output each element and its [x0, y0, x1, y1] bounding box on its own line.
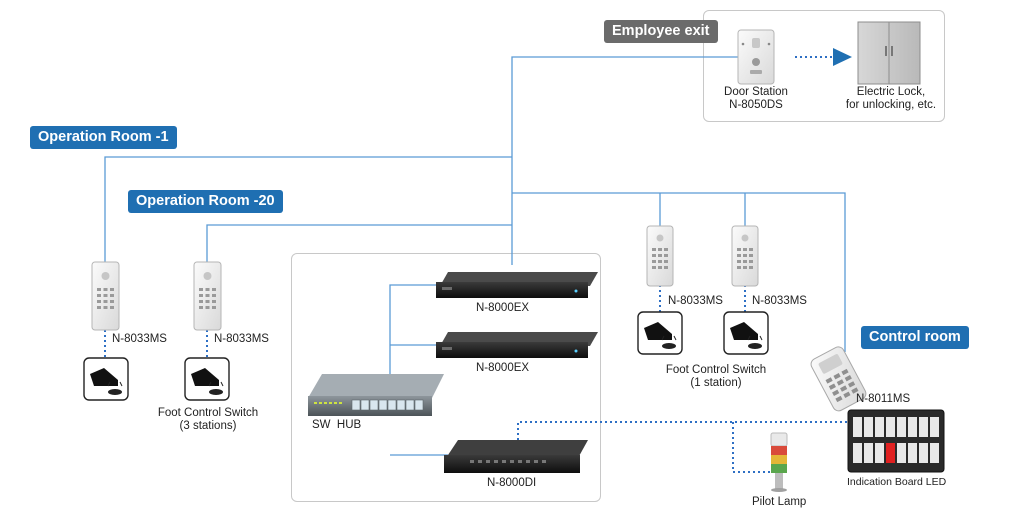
electric-lock-line-2: for unlocking, etc.	[845, 99, 937, 111]
exchange-unit-icon	[436, 332, 598, 358]
foot-switch-icon	[637, 311, 683, 355]
master-station-icon	[810, 346, 867, 412]
foot-switch-icon	[184, 357, 230, 401]
exchange-2-label: N-8000EX	[476, 362, 530, 374]
network-wiring	[104, 56, 846, 456]
station-label-right-b: N-8033MS	[752, 295, 807, 307]
foot-switch-3-label: Foot Control Switch (3 stations)	[138, 407, 278, 433]
control-room-tag: Control room	[861, 326, 969, 349]
intercom-station-icon	[646, 225, 674, 287]
exchange-1-label: N-8000EX	[476, 302, 530, 314]
foot-switch-1-label: Foot Control Switch (1 station)	[646, 364, 786, 390]
foot-switch-1-line-1: Foot Control Switch	[665, 364, 767, 376]
door-station-icon	[737, 29, 775, 85]
electric-lock-label: Electric Lock, for unlocking, etc.	[836, 86, 946, 112]
foot-switch-icon	[83, 357, 129, 401]
operation-room-20-tag: Operation Room -20	[128, 190, 283, 213]
foot-switch-3-line-1: Foot Control Switch	[157, 407, 259, 419]
master-station-label: N-8011MS	[856, 393, 911, 405]
intercom-station-icon	[193, 261, 222, 331]
indication-board-label: Indication Board LED	[847, 476, 947, 488]
intercom-station-icon	[91, 261, 120, 331]
station-label-mid: N-8033MS	[214, 333, 269, 345]
intercom-station-icon	[731, 225, 759, 287]
network-hub-icon	[308, 374, 444, 416]
foot-switch-3-line-2: (3 stations)	[179, 420, 237, 432]
exchange-unit-icon	[436, 272, 598, 298]
equipment-frame	[291, 253, 601, 502]
door-station-label: Door Station N-8050DS	[716, 86, 796, 112]
pilot-lamp-label: Pilot Lamp	[752, 496, 807, 508]
pilot-lamp-icon	[770, 432, 788, 492]
door-station-model: N-8050DS	[729, 99, 783, 111]
electric-lock-icon	[857, 21, 921, 85]
foot-switch-1-line-2: (1 station)	[690, 377, 742, 389]
unlock-arrow-icon	[833, 48, 852, 66]
indication-board-icon	[847, 409, 945, 473]
sw-hub-label: SW HUB	[312, 419, 362, 431]
signal-wiring	[104, 56, 848, 473]
foot-switch-icon	[723, 311, 769, 355]
station-label-left: N-8033MS	[112, 333, 167, 345]
interface-unit-icon	[444, 440, 588, 473]
door-station-name: Door Station	[724, 86, 788, 98]
station-label-right-a: N-8033MS	[668, 295, 723, 307]
operation-room-1-tag: Operation Room -1	[30, 126, 177, 149]
interface-label: N-8000DI	[487, 477, 537, 489]
employee-exit-frame	[703, 10, 945, 122]
electric-lock-line-1: Electric Lock,	[856, 86, 926, 98]
employee-exit-tag: Employee exit	[604, 20, 718, 43]
